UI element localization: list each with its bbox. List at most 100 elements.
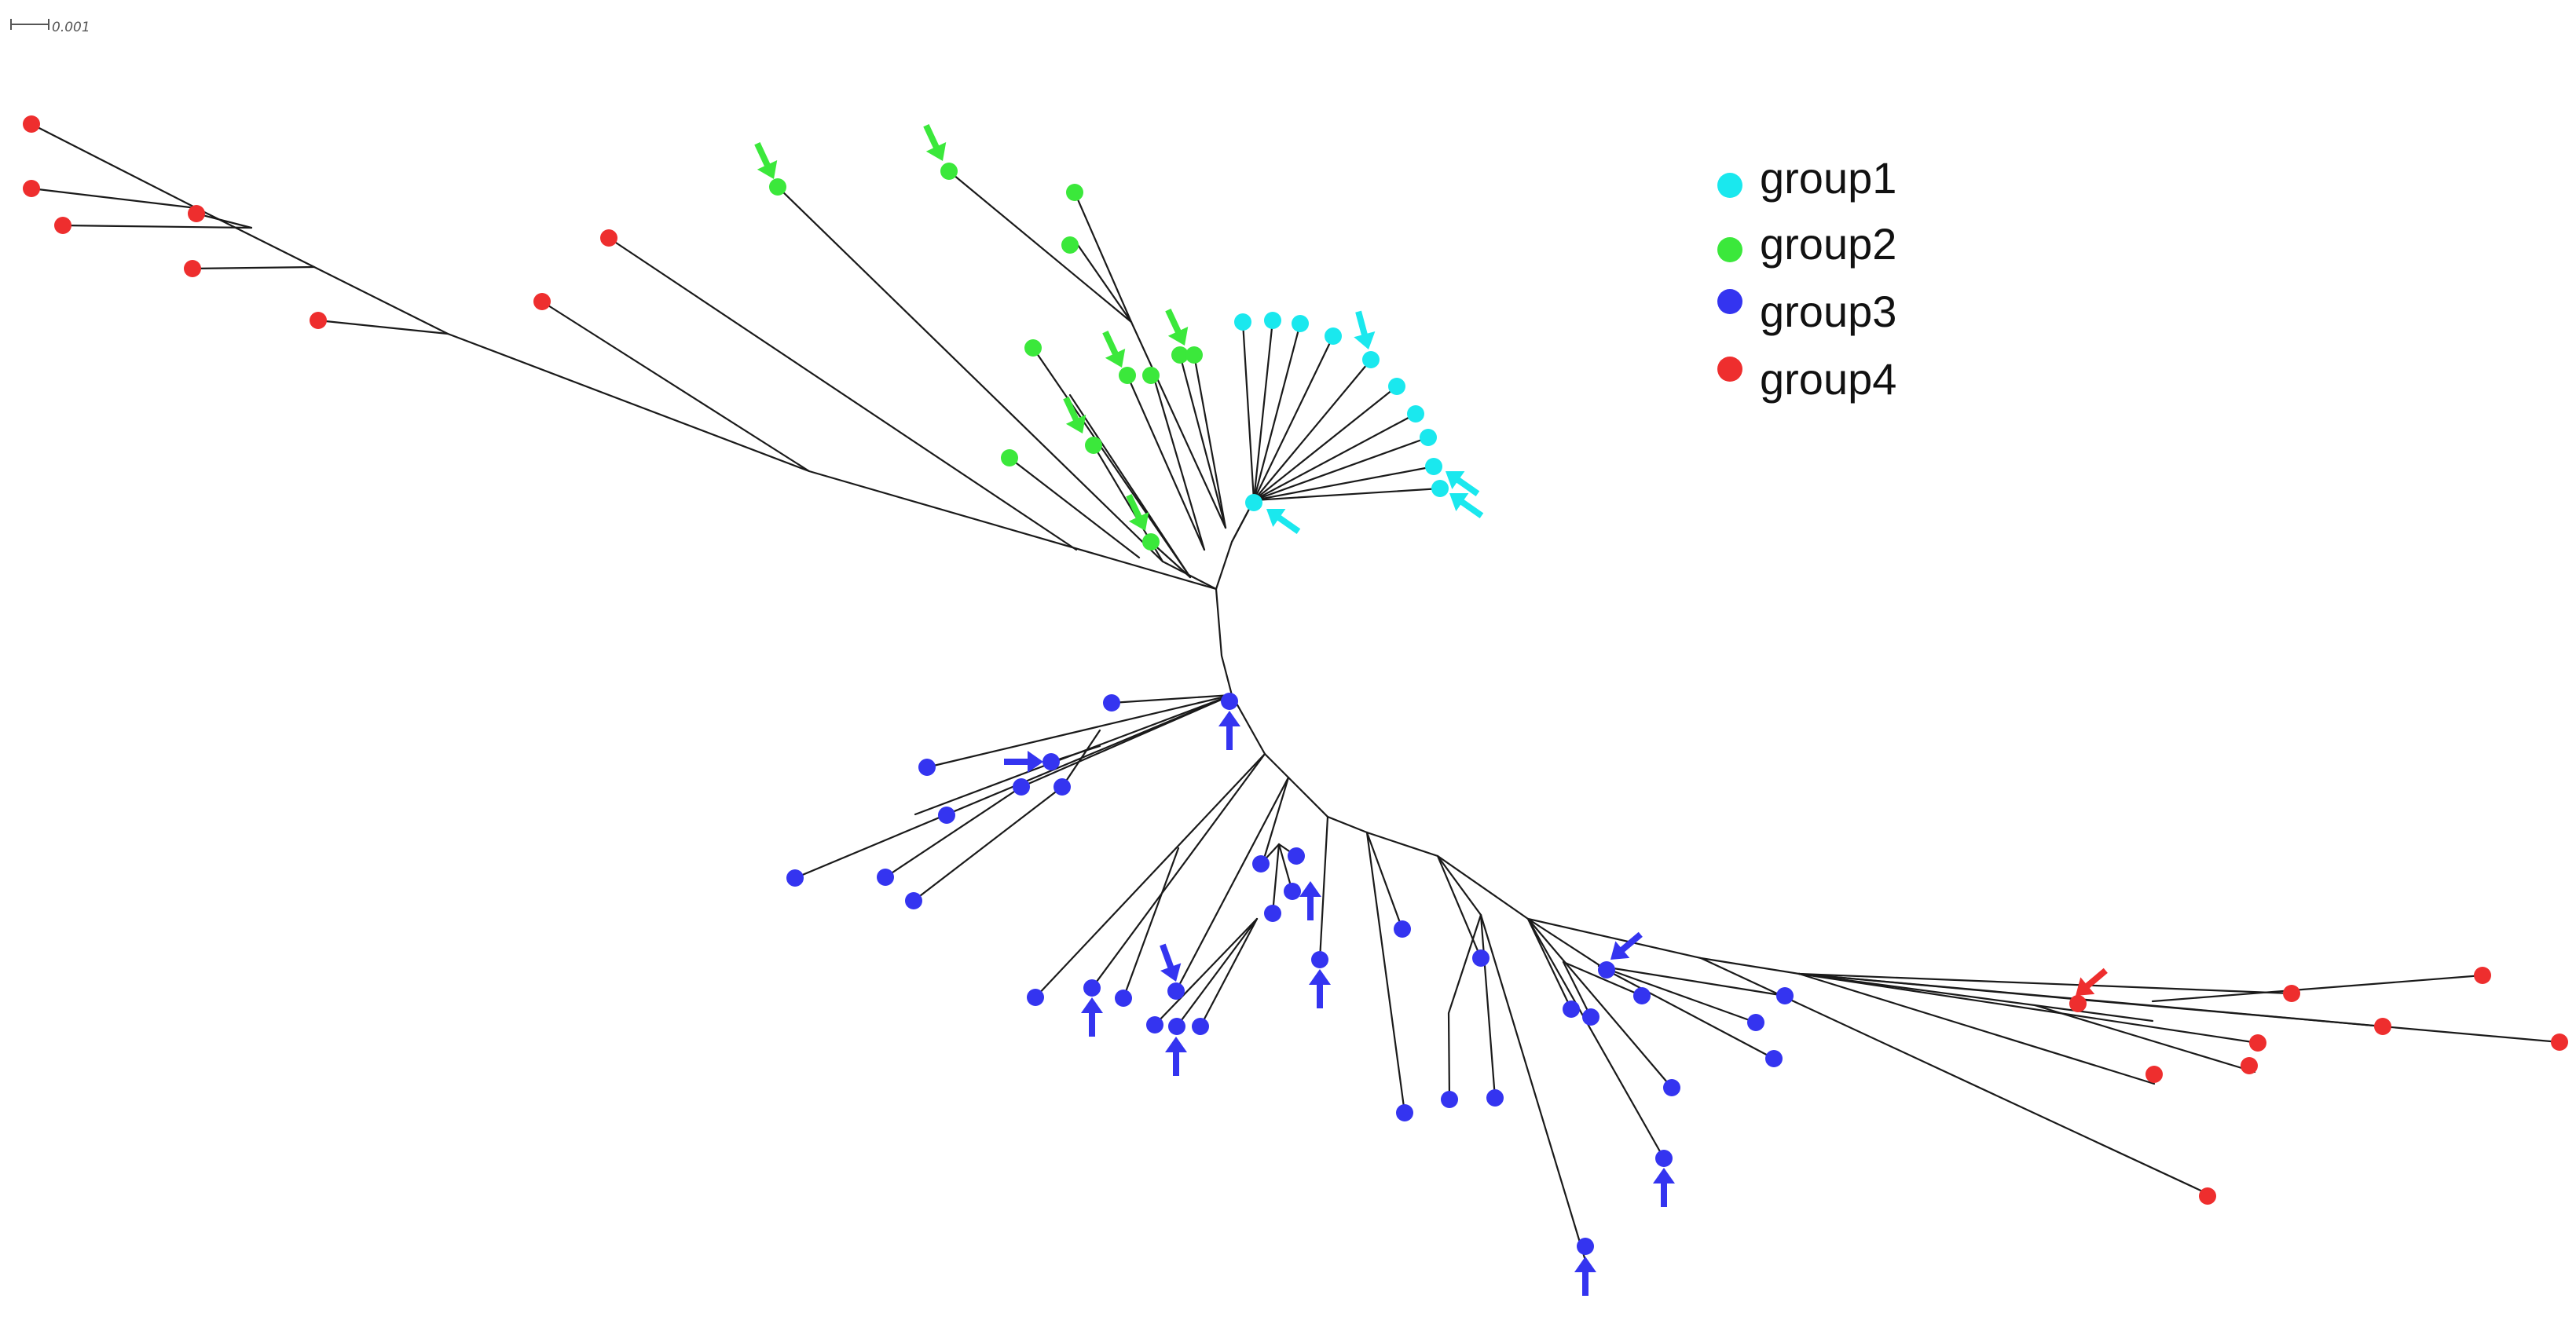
tree-branch <box>1252 487 1442 502</box>
leaf-node-group4 <box>2283 985 2300 1002</box>
tree-branch <box>925 693 1233 769</box>
leaf-node-group3 <box>1192 1018 1209 1035</box>
tree-branch <box>1199 917 1259 1028</box>
arrow-icon <box>1081 997 1103 1037</box>
leaf-node-group1 <box>1292 315 1309 332</box>
tree-branch <box>1126 374 1206 551</box>
arrow-icon <box>923 123 947 161</box>
leaf-node-group3 <box>1284 883 1301 900</box>
tree-branch <box>914 693 1233 816</box>
tree-branch <box>1318 815 1329 961</box>
tree-branch <box>1008 456 1141 559</box>
tree-branch <box>884 785 1023 879</box>
tree-branch <box>1597 964 1757 1024</box>
arrow-icon <box>1165 1037 1187 1076</box>
tree-branch <box>1252 436 1430 502</box>
leaf-node-group1 <box>1420 429 1437 446</box>
legend-item-group1: group1 <box>1717 153 1896 203</box>
leaf-node-group3 <box>1027 989 1044 1006</box>
legend: group1 group2 group3 group4 <box>1717 153 1896 404</box>
leaf-node-group3 <box>1146 1016 1163 1033</box>
leaf-node-group4 <box>23 115 40 133</box>
tree-branch <box>1073 191 1133 324</box>
leaf-node-group3 <box>1655 1150 1673 1167</box>
leaf-node-group2 <box>769 178 786 196</box>
arrow-icon <box>1102 330 1126 368</box>
leaf-node-group3 <box>1167 982 1185 1000</box>
leaf-node-group3 <box>1776 987 1794 1004</box>
legend-swatch-group1 <box>1717 173 1742 198</box>
leaf-node-group1 <box>1407 405 1424 423</box>
tree-branch <box>1178 353 1227 529</box>
leaf-node-group4 <box>2145 1066 2163 1083</box>
leaf-node-group3 <box>1663 1079 1680 1096</box>
leaf-node-group4 <box>23 180 40 197</box>
leaf-node-group3 <box>938 807 955 824</box>
tree-branch <box>1130 320 1227 529</box>
tree-branch <box>1068 393 1192 579</box>
leaf-node-group4 <box>184 260 201 277</box>
leaf-node-group2 <box>1142 533 1160 551</box>
leaf-node-group2 <box>1061 236 1079 254</box>
tree-branch <box>1149 540 1192 579</box>
tree-branch <box>1076 243 1133 324</box>
tree-branches <box>30 123 2561 1262</box>
arrow-icon <box>1160 943 1182 982</box>
leaf-node-group2 <box>1119 367 1136 384</box>
tree-branch <box>1090 752 1266 990</box>
leaf-node-group3 <box>905 892 922 909</box>
tree-branch <box>1152 374 1206 551</box>
tree-branch <box>912 785 1064 902</box>
tree-branch <box>1252 465 1435 502</box>
arrow-icon <box>1299 881 1321 920</box>
tree-branch <box>1597 964 1775 1060</box>
leaf-node-group3 <box>1472 949 1490 967</box>
tree-branch <box>1271 843 1281 915</box>
leaf-node-group2 <box>1171 346 1189 364</box>
legend-swatch-group3 <box>1717 289 1742 314</box>
leaf-node-group1 <box>1245 494 1262 511</box>
tree-branch <box>1174 776 1290 993</box>
leaf-node-group3 <box>1396 1104 1413 1121</box>
tree-arrows <box>754 123 2108 1296</box>
leaf-node-group3 <box>786 869 804 887</box>
tree-branch <box>1110 693 1233 704</box>
leaf-node-group4 <box>188 205 205 222</box>
leaf-node-group3 <box>1765 1050 1783 1067</box>
tree-branch <box>195 212 253 229</box>
tree-branch <box>1252 385 1398 502</box>
leaf-node-group3 <box>1042 753 1060 770</box>
tree-branch <box>2033 1004 2256 1074</box>
tree-branch <box>540 300 811 473</box>
arrow-icon <box>1653 1168 1675 1207</box>
tree-branch <box>2151 974 2484 1003</box>
arrow-icon <box>1610 931 1643 960</box>
tree-branch <box>1797 972 2293 995</box>
leaf-node-group3 <box>1747 1014 1764 1031</box>
leaf-node-group3 <box>1441 1091 1458 1108</box>
arrow-icon <box>1354 310 1376 349</box>
arrow-icon <box>1165 308 1189 346</box>
tree-branch <box>947 170 1133 324</box>
leaf-node-group3 <box>918 759 936 776</box>
leaf-node-group3 <box>1115 990 1132 1007</box>
arrow-icon <box>1309 969 1331 1008</box>
leaf-node-group1 <box>1388 378 1405 395</box>
tree-branch <box>1797 972 2083 1001</box>
legend-item-group3: group3 <box>1717 287 1896 336</box>
leaf-node-group1 <box>1234 313 1251 331</box>
tree-branch <box>1252 358 1372 502</box>
leaf-node-group3 <box>1103 694 1120 712</box>
legend-label-group3: group3 <box>1760 287 1896 336</box>
tree-branch <box>1526 917 1673 1089</box>
tree-branch <box>1597 964 1786 997</box>
leaf-node-group3 <box>1563 1001 1580 1018</box>
leaf-node-group4 <box>600 229 617 247</box>
tree-branch <box>1252 335 1335 502</box>
tree-branch <box>1365 831 1404 931</box>
tree-branch <box>191 265 316 270</box>
tree-branch <box>1436 854 1497 1099</box>
leaf-node-group2 <box>1001 449 1018 466</box>
leaf-node-group3 <box>1264 905 1281 922</box>
